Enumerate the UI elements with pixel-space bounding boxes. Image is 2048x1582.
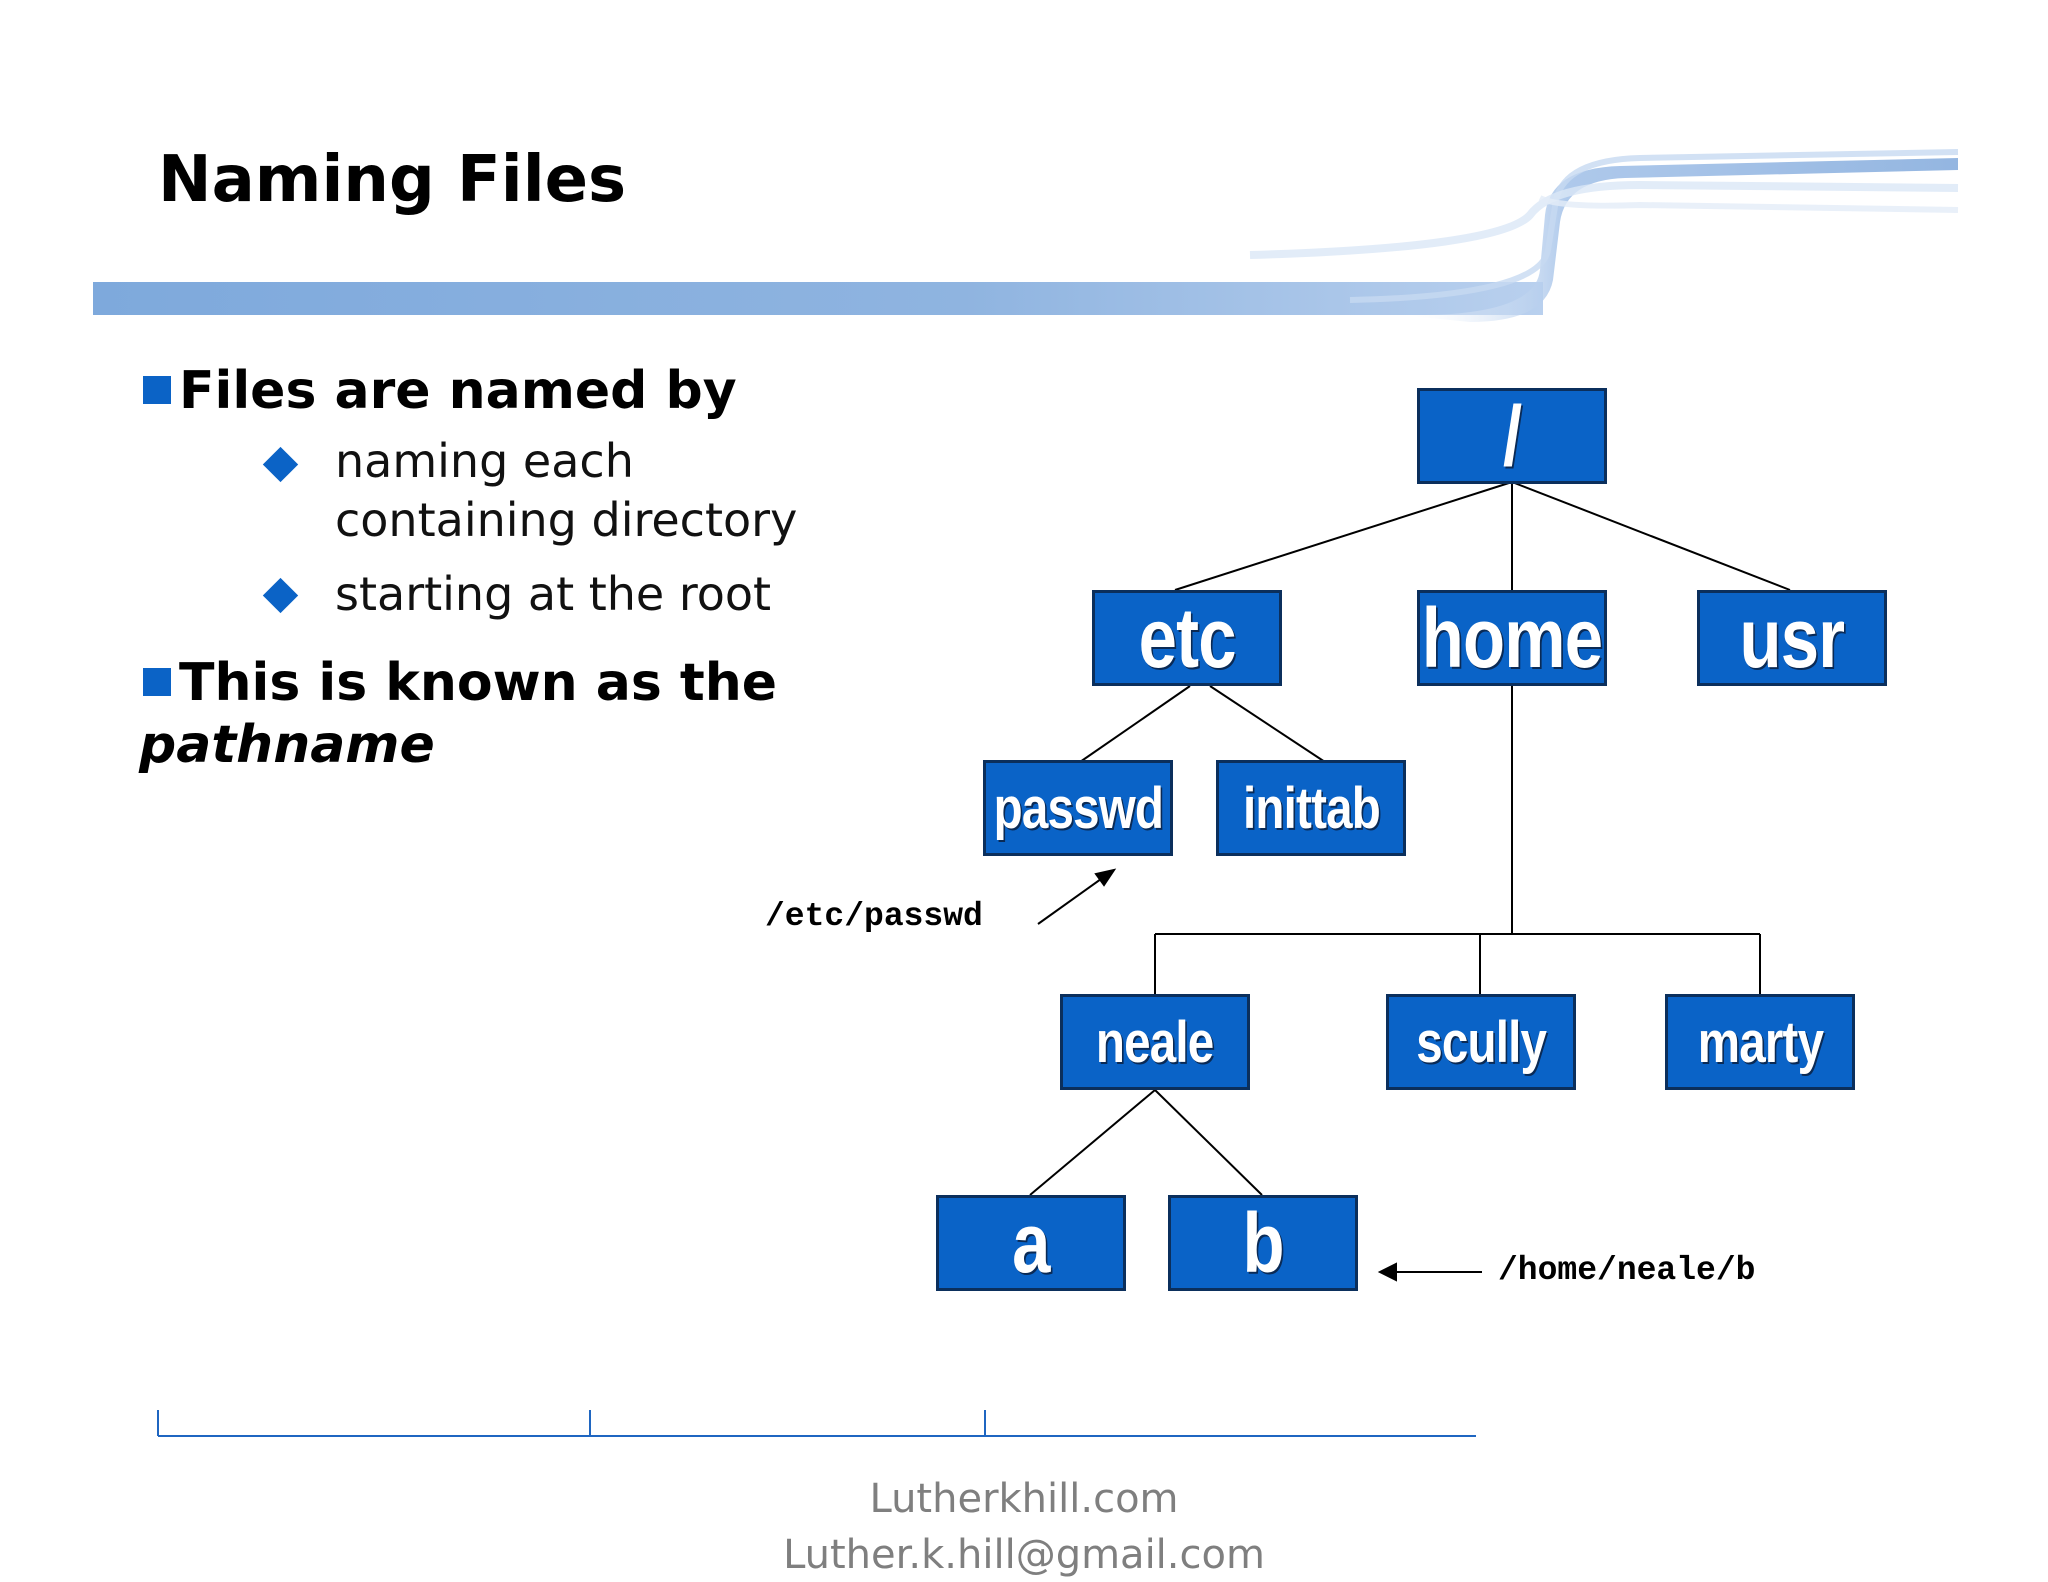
node-b-label: b xyxy=(1242,1195,1284,1290)
sub-bullet-1: naming each containing directory xyxy=(335,432,797,550)
bullet-1: Files are named by xyxy=(143,360,737,422)
arrow-head xyxy=(1377,1262,1397,1282)
square-bullet-icon xyxy=(143,668,171,696)
node-scully-label: scully xyxy=(1416,1009,1547,1075)
node-root: / xyxy=(1417,388,1607,484)
square-bullet-icon xyxy=(143,376,171,404)
arrow-head xyxy=(1094,868,1117,887)
node-root-label: / xyxy=(1502,388,1522,483)
path-label-etc-passwd: /etc/passwd xyxy=(765,898,983,935)
bullet-1-text: Files are named by xyxy=(179,361,737,421)
node-marty-label: marty xyxy=(1697,1009,1823,1075)
node-inittab-label: inittab xyxy=(1242,775,1381,841)
node-etc: etc xyxy=(1092,590,1282,686)
footer-website: Lutherkhill.com xyxy=(869,1476,1179,1522)
node-usr-label: usr xyxy=(1739,590,1846,685)
node-usr: usr xyxy=(1697,590,1887,686)
path-label-home-neale-b: /home/neale/b xyxy=(1498,1252,1756,1289)
bullet-2-emphasis: pathname xyxy=(139,715,435,776)
node-inittab: inittab xyxy=(1216,760,1406,856)
node-a: a xyxy=(936,1195,1126,1291)
node-etc-label: etc xyxy=(1138,590,1236,685)
node-marty: marty xyxy=(1665,994,1855,1090)
header-swoosh-graphic xyxy=(93,149,1959,322)
slide-title: Naming Files xyxy=(158,143,627,217)
node-a-label: a xyxy=(1012,1195,1050,1290)
footer-email: Luther.k.hill@gmail.com xyxy=(783,1532,1265,1578)
bullet-2: This is known as the pathname xyxy=(139,652,778,777)
sub-bullet-1-line2: containing directory xyxy=(335,492,798,547)
node-neale: neale xyxy=(1060,994,1250,1090)
node-passwd: passwd xyxy=(983,760,1173,856)
node-home-label: home xyxy=(1421,590,1603,685)
sub-bullet-2: starting at the root xyxy=(335,567,772,621)
node-b: b xyxy=(1168,1195,1358,1291)
bullet-2-text: This is known as the xyxy=(179,653,778,713)
sub-bullet-1-line1: naming each xyxy=(335,434,634,488)
node-scully: scully xyxy=(1386,994,1576,1090)
node-home: home xyxy=(1417,590,1607,686)
node-neale-label: neale xyxy=(1096,1009,1214,1075)
node-passwd-label: passwd xyxy=(993,775,1163,841)
